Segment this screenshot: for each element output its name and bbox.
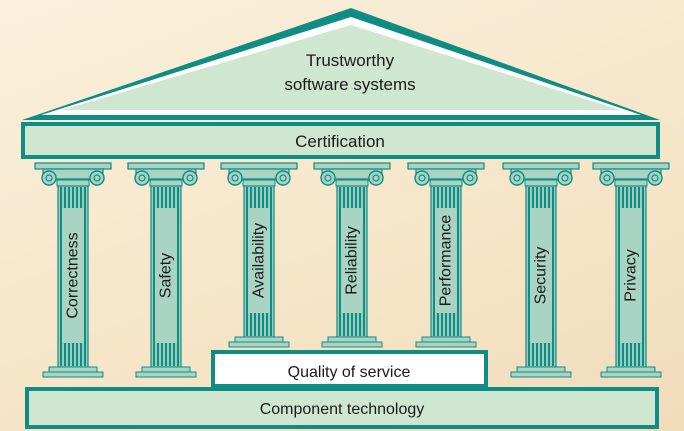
pillar-label: Safety: [158, 253, 175, 298]
pillars-group: Correctness Safety Availability Reliability…: [34, 162, 670, 378]
pillar-privacy: Privacy: [592, 162, 670, 378]
roof-pediment: Trustworthy software systems: [22, 8, 660, 120]
pillar-security: Security: [502, 162, 580, 378]
pillar-performance: Performance: [407, 162, 485, 348]
base-label: Component technology: [260, 401, 425, 418]
pillar-label: Availability: [251, 223, 268, 298]
architrave-label: Certification: [295, 132, 385, 151]
pillar-safety: Safety: [127, 162, 205, 378]
architrave-certification: Certification: [21, 122, 660, 159]
base-component-technology: Component technology: [25, 387, 659, 429]
pillar-label: Correctness: [65, 232, 82, 318]
pillar-label: Reliability: [344, 226, 361, 294]
pillar-label: Security: [533, 247, 550, 305]
pillar-label: Performance: [438, 215, 455, 307]
pillar-reliability: Reliability: [313, 162, 391, 348]
pillar-label: Privacy: [623, 249, 640, 301]
pillar-correctness: Correctness: [34, 162, 112, 378]
qos-label: Quality of service: [288, 364, 411, 381]
roof-title-line2: software systems: [284, 75, 415, 94]
roof-title-line1: Trustworthy: [306, 51, 395, 70]
quality-of-service-block: Quality of service: [211, 350, 488, 388]
pillar-availability: Availability: [220, 162, 298, 348]
